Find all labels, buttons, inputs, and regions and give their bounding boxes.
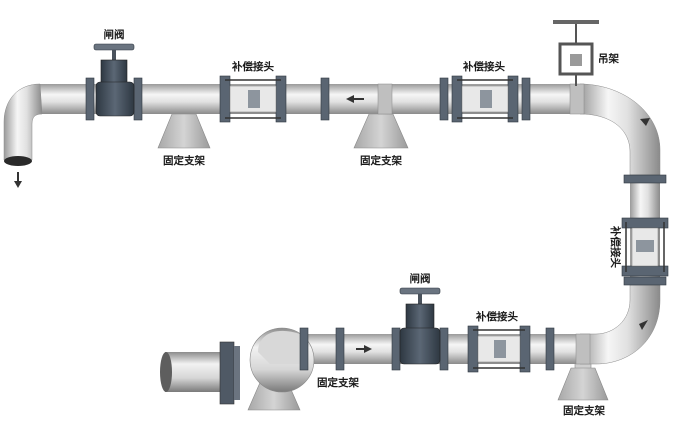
expansion-joint-vertical [621, 217, 669, 277]
flange [439, 327, 449, 371]
label-expansion-joint-top-left: 补偿接头 [231, 60, 274, 73]
flange [391, 327, 401, 371]
label-fixed-support-3: 固定支架 [317, 376, 359, 389]
flow-arrow-down [14, 172, 22, 188]
gate-valve-bottom [399, 287, 441, 365]
flow-arrow-left [346, 95, 364, 103]
gate-valve-top [93, 43, 135, 117]
hanger [553, 20, 599, 86]
flow-arrow-elbow-bottom [639, 320, 648, 330]
flange [85, 77, 95, 121]
support-clamp [377, 83, 393, 115]
flange [623, 174, 667, 184]
flange [623, 276, 667, 286]
flange [439, 77, 449, 121]
label-expansion-joint-top-right: 补偿接头 [462, 60, 505, 73]
label-fixed-support-2: 固定支架 [360, 154, 402, 167]
flange [320, 77, 330, 121]
expansion-joint-top-right [451, 75, 519, 123]
flange [521, 77, 531, 121]
label-expansion-joint-vertical: 补偿接头 [609, 225, 622, 268]
label-gate-valve-top: 闸阀 [104, 28, 125, 41]
pipe-bottom-right-elbow [579, 284, 661, 365]
label-gate-valve-bottom: 闸阀 [410, 272, 431, 285]
pipe-top-right-elbow [579, 83, 661, 176]
flange [133, 77, 143, 121]
flow-arrow-right [356, 345, 372, 353]
flange [299, 327, 309, 371]
flange [545, 327, 555, 371]
label-fixed-support-4: 固定支架 [563, 404, 605, 417]
pipe-left-outlet [4, 156, 32, 166]
label-expansion-joint-bottom: 补偿接头 [475, 310, 518, 323]
support-clamp [575, 333, 591, 365]
expansion-joint-top-left [219, 75, 287, 123]
expansion-joint-bottom [467, 325, 531, 373]
label-fixed-support-1: 固定支架 [163, 154, 205, 167]
fixed-support-4 [557, 359, 609, 401]
flow-arrow-elbow-top [640, 118, 650, 126]
support-clamp [569, 83, 585, 115]
label-hanger: 吊架 [598, 52, 619, 65]
pump [160, 327, 315, 405]
flange [335, 327, 345, 371]
pipe-left-elbow [3, 83, 43, 161]
